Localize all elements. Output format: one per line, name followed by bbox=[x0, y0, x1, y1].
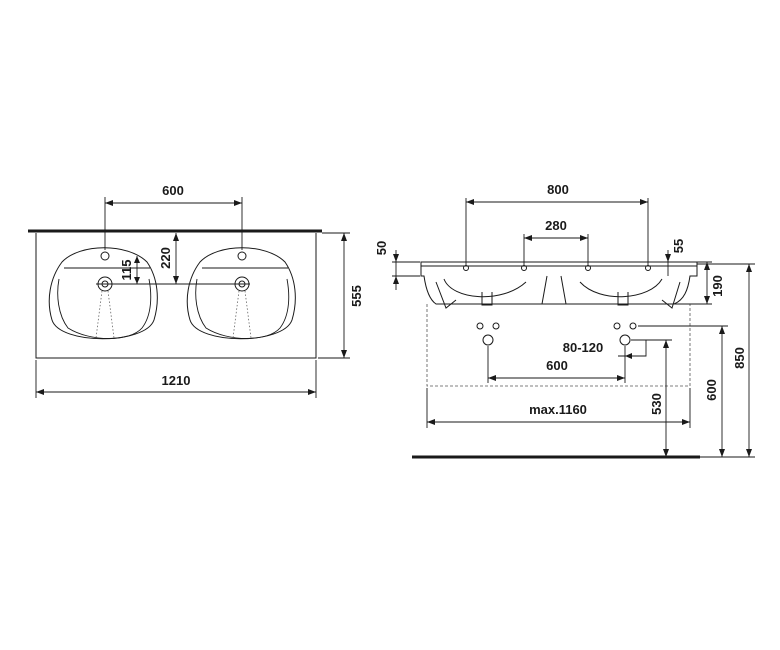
dim-depth-label: 555 bbox=[349, 285, 364, 307]
left-bowl-inner-rim bbox=[57, 278, 152, 339]
dim-115-arrow-bottom bbox=[134, 277, 140, 284]
dim-555-arrow-top bbox=[341, 233, 347, 241]
dim-80-120-arrow bbox=[625, 353, 632, 359]
dim-220-arrow-top bbox=[173, 233, 179, 241]
dim-850-extension-lines bbox=[697, 263, 755, 458]
dim-600h-arrow-right bbox=[617, 375, 625, 381]
dim-280-arrow-left bbox=[524, 235, 532, 241]
right-bracket bbox=[661, 281, 681, 309]
dim-drain-spacing-label: 800 bbox=[547, 182, 569, 197]
dim-max-width-label: max.1160 bbox=[529, 402, 587, 417]
left-tap-hole bbox=[100, 251, 110, 261]
dim-190-arrow-top bbox=[704, 262, 710, 270]
dim-190-extension-lines bbox=[674, 261, 712, 305]
dim-bowl-depth-label: 190 bbox=[710, 275, 725, 297]
top-view: 600 220 115 555 1210 bbox=[28, 183, 364, 398]
dim-55-arrow-top bbox=[665, 254, 671, 262]
dim-total-height-label: 850 bbox=[732, 347, 747, 369]
dim-waste-height-label: 530 bbox=[649, 393, 664, 415]
dim-1160-arrow-left bbox=[427, 419, 435, 425]
dim-190-arrow-bottom bbox=[704, 296, 710, 304]
left-bracket bbox=[435, 281, 457, 309]
left-trap-hidden-lines bbox=[95, 290, 115, 339]
dim-850-arrow-bottom bbox=[746, 449, 752, 457]
dim-600h-extension-lines bbox=[487, 346, 626, 383]
dim-600-arrow-right bbox=[234, 200, 242, 206]
top-view-outline bbox=[35, 233, 317, 359]
dim-tap-from-back-label: 220 bbox=[158, 247, 173, 269]
right-waste-fitting bbox=[617, 292, 629, 306]
dim-50-arrow-bottom bbox=[393, 276, 399, 284]
dim-800-extension-lines bbox=[465, 198, 649, 266]
cabinet-hidden-outline bbox=[426, 304, 691, 387]
right-bowl-outer bbox=[186, 247, 296, 340]
dim-back-rim-label: 50 bbox=[374, 241, 389, 255]
right-bowl-profile bbox=[579, 278, 663, 298]
dim-width-label: 1210 bbox=[162, 373, 191, 388]
dim-555-arrow-bottom bbox=[341, 350, 347, 358]
dim-drain-inner-label: 280 bbox=[545, 218, 567, 233]
dim-waste-spacing-label: 600 bbox=[546, 358, 568, 373]
basin-top-profile bbox=[420, 261, 698, 305]
dim-800-arrow-right bbox=[640, 199, 648, 205]
dim-tap-spacing-label: 600 bbox=[162, 183, 184, 198]
left-bowl-profile bbox=[443, 278, 527, 298]
dim-1160-arrow-right bbox=[682, 419, 690, 425]
dim-850-arrow-top bbox=[746, 264, 752, 272]
side-view: 800 280 50 55 190 850 600 bbox=[374, 182, 755, 459]
waste-point-left bbox=[482, 334, 494, 346]
dim-530-arrow-top bbox=[663, 340, 669, 348]
dim-600h-arrow-left bbox=[488, 375, 496, 381]
dim-50-arrow-top bbox=[393, 254, 399, 262]
dim-800-arrow-left bbox=[466, 199, 474, 205]
dim-1160-extension-lines bbox=[426, 388, 691, 428]
dim-1210-arrow-left bbox=[36, 389, 44, 395]
right-trap-hidden-lines bbox=[232, 290, 252, 339]
dim-50-extension-lines bbox=[392, 261, 420, 277]
dim-hole-to-drain-label: 115 bbox=[119, 260, 134, 281]
left-waste-fitting bbox=[481, 292, 493, 306]
dim-280-extension-lines bbox=[523, 234, 589, 266]
supply-point-left-2 bbox=[492, 322, 500, 330]
dim-280-arrow-right bbox=[580, 235, 588, 241]
dim-trap-offset-label: 80-120 bbox=[563, 340, 603, 355]
dim-600v-arrow-top bbox=[719, 326, 725, 334]
dim-600-extension-lines bbox=[104, 197, 243, 250]
dim-600v-arrow-bottom bbox=[719, 449, 725, 457]
supply-point-right-1 bbox=[613, 322, 621, 330]
left-bowl-outer bbox=[48, 247, 158, 340]
dim-1210-arrow-right bbox=[308, 389, 316, 395]
right-bowl-inner-rim bbox=[195, 278, 290, 339]
center-support bbox=[541, 275, 567, 305]
dim-supply-height-label: 600 bbox=[704, 379, 719, 401]
waste-point-right bbox=[619, 334, 631, 346]
dim-115-arrow-top bbox=[134, 256, 140, 263]
dim-530-arrow-bottom bbox=[663, 449, 669, 457]
supply-point-left-1 bbox=[476, 322, 484, 330]
dim-220-arrow-bottom bbox=[173, 276, 179, 284]
dim-600-arrow-left bbox=[105, 200, 113, 206]
supply-point-right-2 bbox=[629, 322, 637, 330]
dim-555-extension-lines bbox=[318, 232, 350, 359]
dim-front-rim-label: 55 bbox=[671, 239, 686, 253]
right-tap-hole bbox=[237, 251, 247, 261]
